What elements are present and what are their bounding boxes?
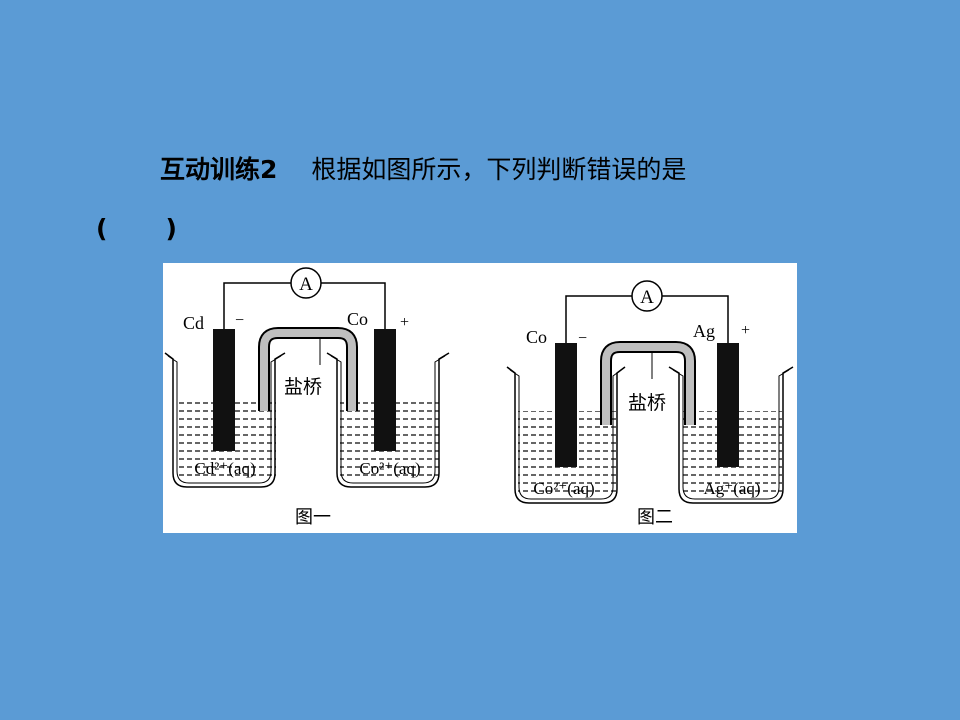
figure-one: A Cd − Co + 盐桥 Cd²⁺(aq) Co²⁺(aq) 图一 [164,267,450,527]
left-beaker [164,352,286,488]
negative-sign: − [578,330,587,347]
ammeter-label: A [299,274,313,295]
ag-electrode [717,343,739,467]
right-solution-label: Co²⁺(aq) [359,459,420,478]
cd-electrode [213,329,235,451]
salt-bridge [602,343,694,425]
salt-bridge [260,329,356,411]
right-beaker [668,366,794,504]
exercise-label: 互动训练2 [160,155,278,184]
salt-bridge-label: 盐桥 [284,376,322,398]
ammeter-label: A [640,287,654,308]
ammeter-icon [290,267,322,299]
galvanic-cells-figure: A Cd − Co + 盐桥 Cd²⁺(aq) Co²⁺(aq) 图一 A Co… [163,263,797,533]
question-line: 互动训练2 根据如图所示，下列判断错误的是 [160,150,686,186]
figure-two: A Co − Ag + 盐桥 Co²⁺(aq) Ag⁺(aq) 图二 [506,280,794,527]
positive-sign: + [741,322,750,339]
left-solution-label: Cd²⁺(aq) [194,459,255,478]
left-electrode-label: Co [526,327,547,347]
wire-left [565,295,632,343]
right-solution-label: Ag⁺(aq) [703,479,760,498]
figure-one-caption: 图一 [295,507,331,527]
ammeter-icon [631,280,663,312]
wire-right [662,295,729,343]
right-electrode-label: Co [347,309,368,329]
salt-bridge-label: 盐桥 [628,392,666,414]
wire-right [321,282,386,329]
co-electrode [555,343,577,467]
co-electrode [374,329,396,451]
negative-sign: − [235,312,244,329]
wire-left [223,282,291,329]
right-electrode-label: Ag [693,321,715,341]
positive-sign: + [400,314,409,331]
figure-two-caption: 图二 [637,507,673,527]
question-text: 根据如图所示，下列判断错误的是 [311,155,687,184]
left-electrode-label: Cd [183,313,204,333]
left-beaker [506,366,626,504]
right-beaker [326,352,450,488]
paren-close: ) [165,214,177,243]
answer-blank: () [96,214,177,243]
figure-svg: A Cd − Co + 盐桥 Cd²⁺(aq) Co²⁺(aq) 图一 A Co… [164,267,794,527]
left-solution-label: Co²⁺(aq) [533,479,594,498]
paren-open: ( [96,214,108,243]
